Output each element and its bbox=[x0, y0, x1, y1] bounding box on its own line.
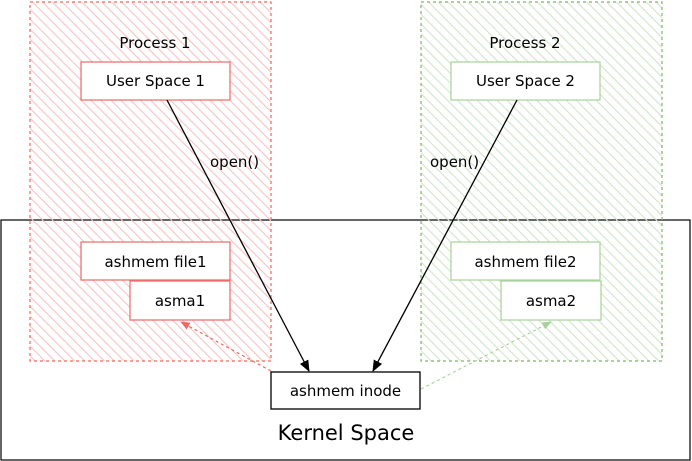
inode-to-asma2-arrow bbox=[420, 321, 552, 390]
ashmem-file2-label: ashmem file2 bbox=[474, 253, 576, 271]
user-space1-box bbox=[80, 61, 231, 101]
ashmem-file1-box bbox=[80, 241, 231, 281]
open-call-label-1: open() bbox=[210, 153, 259, 171]
asma2-label: asma2 bbox=[526, 292, 576, 310]
ashmem-file1-label: ashmem file1 bbox=[104, 253, 206, 271]
inode-to-asma1-arrow bbox=[180, 321, 272, 372]
asma1-box bbox=[129, 280, 231, 321]
ashmem-file2-box bbox=[450, 241, 601, 281]
open-call-label-2: open() bbox=[430, 153, 479, 171]
ashmem-inode-label: ashmem inode bbox=[290, 382, 401, 400]
open-arrow-process2 bbox=[372, 99, 518, 373]
ashmem-inode-box bbox=[270, 371, 421, 410]
user-space2-box bbox=[450, 61, 601, 101]
user-space1-label: User Space 1 bbox=[106, 72, 205, 90]
kernel-space-box bbox=[0, 219, 691, 461]
asma1-label: asma1 bbox=[155, 292, 205, 310]
process1-title: Process 1 bbox=[119, 34, 190, 52]
process2-title: Process 2 bbox=[489, 34, 560, 52]
kernel-space-label: Kernel Space bbox=[278, 421, 415, 445]
open-arrow-process1 bbox=[166, 99, 310, 373]
user-space2-label: User Space 2 bbox=[476, 72, 575, 90]
asma2-box bbox=[500, 280, 602, 321]
